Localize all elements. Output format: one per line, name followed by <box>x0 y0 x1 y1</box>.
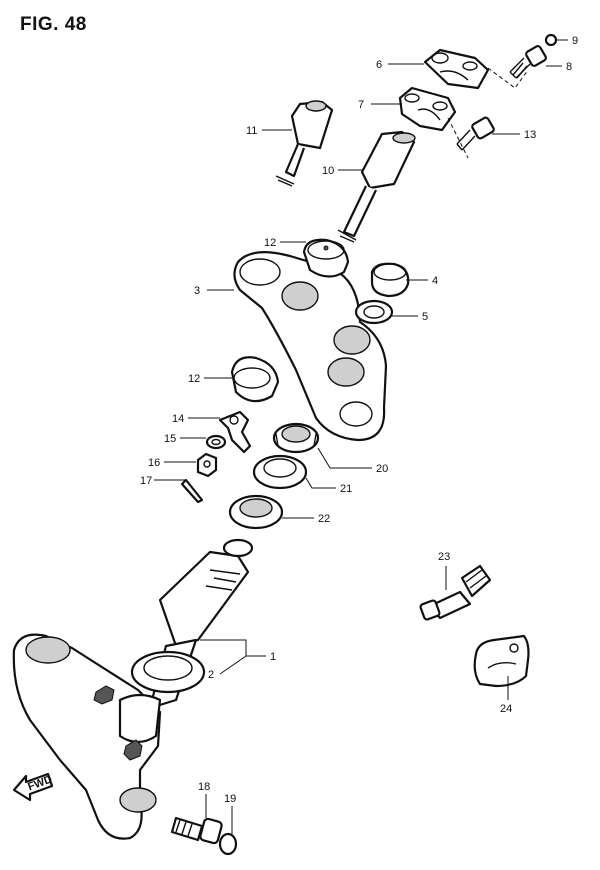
callout-10: 10 <box>322 165 334 177</box>
handlebar-left <box>275 100 334 187</box>
cap-4 <box>370 262 410 298</box>
handlebar-right <box>337 130 416 243</box>
callout-14: 14 <box>172 413 184 425</box>
callout-4: 4 <box>432 275 438 287</box>
bearing-22 <box>228 494 284 530</box>
callout-6: 6 <box>376 59 382 71</box>
bolt-13 <box>456 116 495 151</box>
cap-12-upper <box>302 238 350 278</box>
forward-direction-marker: FWD <box>12 772 54 802</box>
bolt-18 <box>170 816 223 845</box>
callout-16: 16 <box>148 457 160 469</box>
callout-1: 1 <box>270 651 276 663</box>
bolt-8 <box>509 45 547 79</box>
washer-15 <box>205 434 227 450</box>
pin-17 <box>180 478 204 504</box>
callout-19: 19 <box>224 793 236 805</box>
callout-17: 17 <box>140 475 152 487</box>
figure-title: FIG. 48 <box>20 14 87 35</box>
callout-21: 21 <box>340 483 352 495</box>
callout-2: 2 <box>208 669 214 681</box>
callout-8: 8 <box>566 61 572 73</box>
callout-23: 23 <box>438 551 450 563</box>
callout-7: 7 <box>358 99 364 111</box>
callout-13: 13 <box>524 129 536 141</box>
callout-labels: 1 2 3 4 5 6 7 8 9 10 11 12 12 13 14 15 1… <box>140 35 578 805</box>
callout-24: 24 <box>500 703 512 715</box>
key-24 <box>473 634 530 688</box>
steering-stem-lower-bracket <box>12 538 254 840</box>
steering-stem-upper-bracket <box>233 251 388 442</box>
washer-19 <box>218 832 238 856</box>
washer-5 <box>354 299 394 325</box>
callout-11: 11 <box>246 125 257 137</box>
callout-9: 9 <box>572 35 578 47</box>
bearing-21 <box>252 454 308 490</box>
handlebar-lower-holder <box>398 86 457 132</box>
steering-stem-nut-20 <box>272 422 320 454</box>
callout-18: 18 <box>198 781 210 793</box>
callout-15: 15 <box>164 433 176 445</box>
bracket-14 <box>218 410 252 454</box>
callout-5: 5 <box>422 311 428 323</box>
handlebar-upper-holder <box>423 48 490 90</box>
nut-16 <box>196 452 218 478</box>
callout-20: 20 <box>376 463 388 475</box>
leader-lines <box>154 39 568 834</box>
callout-3: 3 <box>194 285 200 297</box>
washer-9 <box>544 33 558 47</box>
ignition-switch-23 <box>419 564 492 621</box>
callout-12-lower: 12 <box>188 373 200 385</box>
callout-12-upper: 12 <box>264 237 276 249</box>
callout-22: 22 <box>318 513 330 525</box>
cap-12-lower <box>230 356 280 403</box>
